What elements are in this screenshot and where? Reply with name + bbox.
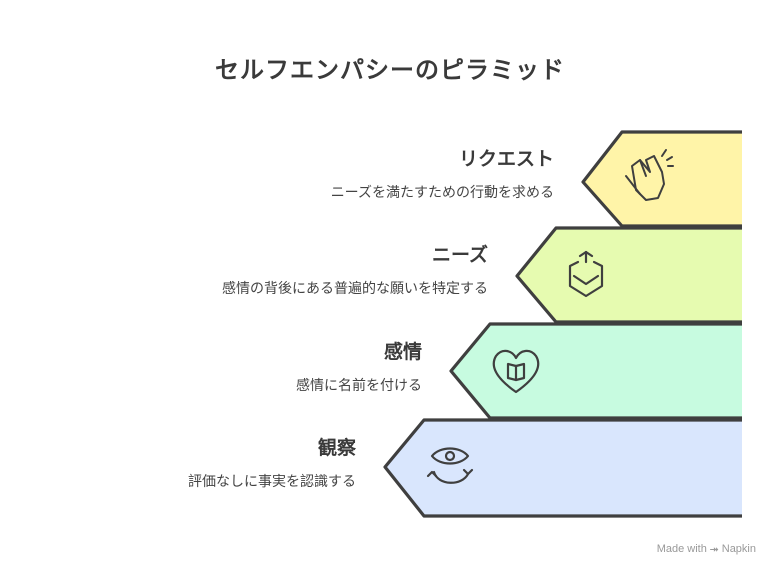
napkin-credit[interactable]: Made with ⯮ Napkin [656, 543, 756, 555]
pyramid-level-feelings [449, 322, 742, 420]
level-request-title: リクエスト [458, 148, 554, 170]
level-needs-fill [517, 228, 742, 322]
pyramid-level-needs [515, 226, 742, 324]
level-needs-description: 感情の背後にある普遍的な願いを特定する [222, 281, 488, 297]
level-observation-outline [383, 418, 742, 518]
eye-cycle-icon [426, 447, 474, 484]
heart-book-icon [492, 349, 540, 394]
cube-icon [568, 250, 604, 298]
level-request-description: ニーズを満たすための行動を求める [330, 185, 554, 201]
level-request-outline [581, 130, 742, 228]
level-feelings-fill [451, 324, 742, 418]
level-feelings-description: 感情に名前を付ける [296, 378, 422, 394]
level-needs-outline [515, 226, 742, 324]
page-title: セルフエンパシーのピラミッド [215, 56, 565, 84]
level-feelings-title: 感情 [383, 341, 422, 363]
level-observation-title: 観察 [317, 437, 356, 459]
pyramid-level-request [581, 130, 742, 228]
level-observation-description: 評価なしに事実を認識する [188, 474, 356, 490]
level-needs-title: ニーズ [431, 244, 488, 266]
level-feelings-outline [449, 322, 742, 420]
pyramid-level-observation [383, 418, 742, 518]
level-observation-fill [385, 420, 742, 516]
clapping-hands-icon [625, 149, 674, 201]
